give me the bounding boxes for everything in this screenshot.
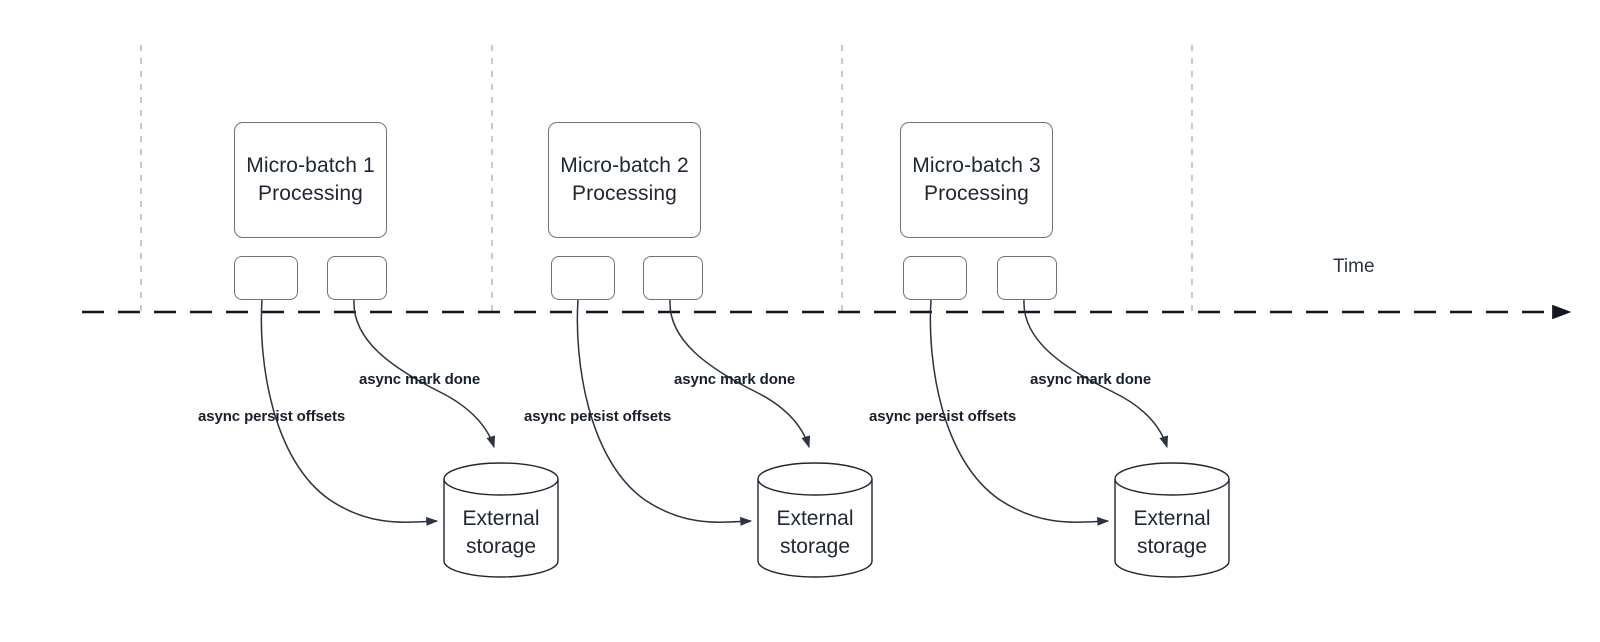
connectors-group (260, 299, 1169, 526)
storage-line2: storage (779, 534, 851, 558)
storage-line2: storage (465, 534, 537, 558)
micro-batch-2-line2: Processing (572, 182, 677, 205)
micro-batch-3-line1: Micro-batch 3 (912, 154, 1041, 178)
batch-1-external-storage-label: External storage (443, 505, 559, 560)
batch-3-external-storage-label: External storage (1114, 505, 1230, 560)
batch-1-async-persist-offsets-label: async persist offsets (198, 408, 346, 425)
batch-2-done-marker[interactable] (643, 256, 703, 300)
micro-batch-3-line2: Processing (924, 182, 1029, 205)
batch-1-async-mark-done-label: async mark done (359, 371, 481, 388)
batch-2-persist-marker[interactable] (551, 256, 615, 300)
batch-2-external-storage-cylinder[interactable] (757, 462, 873, 578)
batch-2-async-persist-offsets-label: async persist offsets (524, 408, 672, 425)
micro-batch-1-box[interactable]: Micro-batch 1 Processing (234, 122, 387, 238)
batch-3-done-marker[interactable] (997, 256, 1057, 300)
batch-1-persist-marker[interactable] (234, 256, 298, 300)
storage-line1: External (1133, 507, 1211, 530)
storage-line1: External (776, 507, 854, 530)
batch-3-persist-marker[interactable] (903, 256, 967, 300)
batch-2-external-storage-label: External storage (757, 505, 873, 560)
micro-batch-2-line1: Micro-batch 2 (560, 154, 689, 178)
batch-1-external-storage-cylinder[interactable] (443, 462, 559, 578)
storage-line2: storage (1136, 534, 1208, 558)
batch-3-external-storage-cylinder[interactable] (1114, 462, 1230, 578)
micro-batch-2-box[interactable]: Micro-batch 2 Processing (548, 122, 701, 238)
batch-3-async-mark-done-label: async mark done (1030, 371, 1152, 388)
batch-2-async-mark-done-label: async mark done (674, 371, 796, 388)
time-axis-label: Time (1333, 256, 1375, 277)
micro-batch-1-line1: Micro-batch 1 (246, 154, 375, 178)
batch-3-async-persist-offsets-label: async persist offsets (869, 408, 1017, 425)
micro-batch-1-line2: Processing (258, 182, 363, 205)
storage-line1: External (462, 507, 540, 530)
micro-batch-3-box[interactable]: Micro-batch 3 Processing (900, 122, 1053, 238)
batch-1-done-marker[interactable] (327, 256, 387, 300)
